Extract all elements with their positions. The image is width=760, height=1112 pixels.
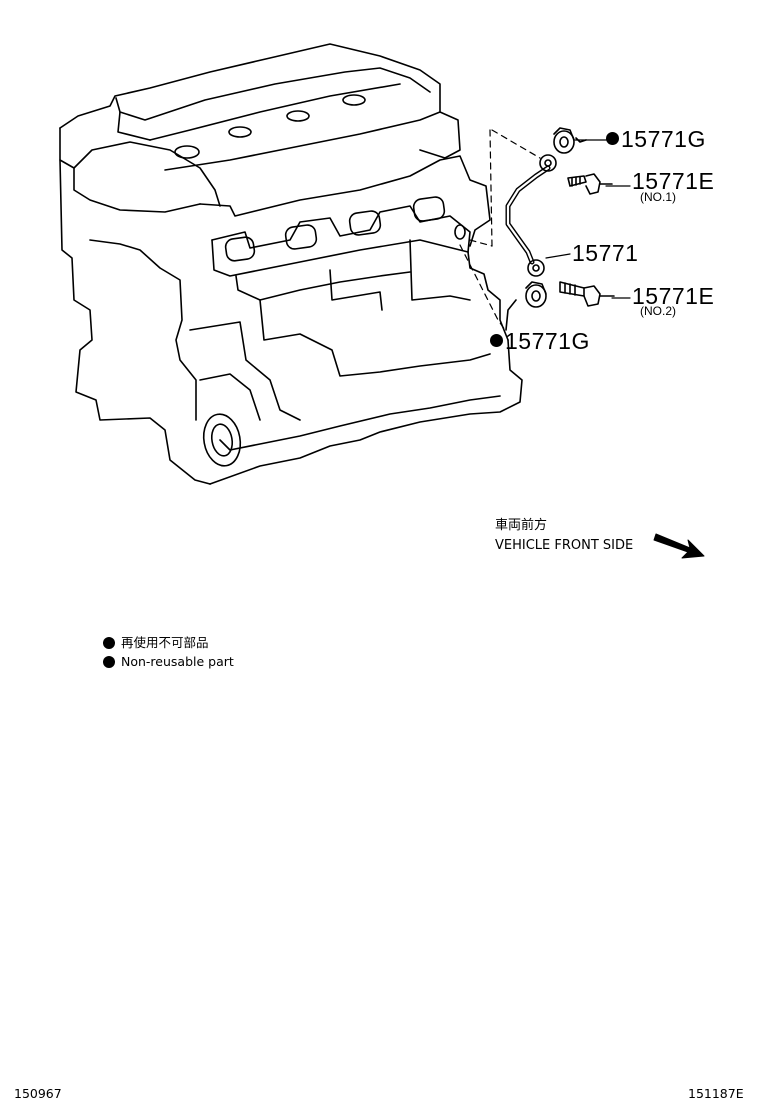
non-reusable-dot-icon xyxy=(103,636,115,649)
footer-right-code: 151187E xyxy=(688,1086,744,1101)
callout-oil-pipe: 15771 xyxy=(572,240,639,266)
callout-union-bolt-no2: 15771E xyxy=(632,283,715,309)
vehicle-front-arrow-icon xyxy=(653,533,705,559)
legend-item-jp: 再使用不可部品 xyxy=(103,636,209,650)
oil-pipe-drawing xyxy=(505,154,557,277)
gasket-lower-drawing xyxy=(505,281,547,331)
callout-union-bolt-no1-sub: (NO.1) xyxy=(640,190,676,204)
gasket-upper-drawing xyxy=(553,127,587,154)
footer-left-code: 150967 xyxy=(14,1086,62,1101)
direction-label-jp: 車両前方 xyxy=(495,518,548,533)
non-reusable-dot-icon xyxy=(606,132,619,146)
engine-block-drawing xyxy=(59,43,523,485)
non-reusable-dot-icon xyxy=(490,334,503,348)
callout-leader-lines xyxy=(545,139,631,299)
union-bolt-no2-drawing xyxy=(559,281,615,307)
union-bolt-no1-drawing xyxy=(567,173,613,195)
legend-item-en: Non-reusable part xyxy=(103,655,234,669)
callout-union-bolt-no2-sub: (NO.2) xyxy=(640,304,676,318)
callout-union-bolt-no1: 15771E xyxy=(632,168,715,194)
callout-gasket-lower: 15771G xyxy=(490,330,590,353)
direction-label-en: VEHICLE FRONT SIDE xyxy=(495,538,634,553)
callout-gasket-upper: 15771G xyxy=(606,128,706,151)
dashed-leader-lines xyxy=(459,129,541,331)
non-reusable-dot-icon xyxy=(103,655,115,668)
